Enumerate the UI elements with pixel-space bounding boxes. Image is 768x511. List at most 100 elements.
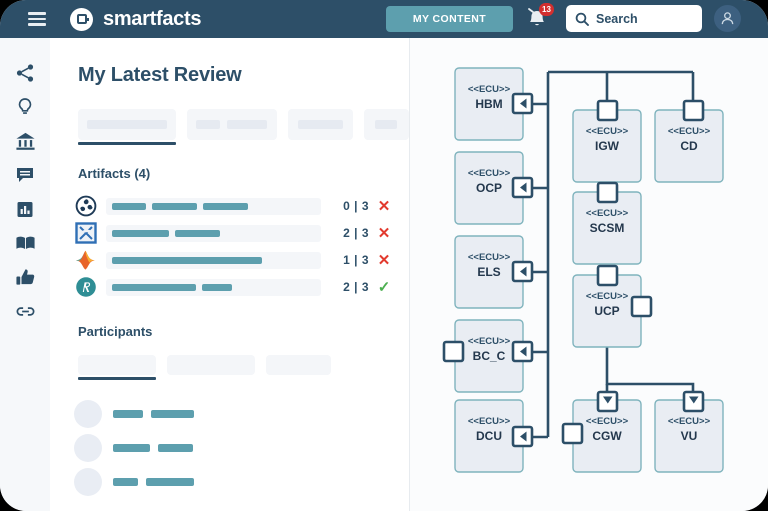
artifact-name-placeholder xyxy=(106,197,321,215)
review-tab-3[interactable] xyxy=(363,109,409,140)
matlab-artifact-icon xyxy=(74,248,98,272)
review-tab-0[interactable] xyxy=(78,109,177,145)
ecu-stereotype-label: <<ECU>> xyxy=(668,126,711,137)
artifacts-heading: Artifacts (4) xyxy=(78,166,151,181)
thumbs-up-icon[interactable] xyxy=(0,260,50,294)
participant-name-placeholder xyxy=(113,478,194,486)
participants-heading: Participants xyxy=(78,324,153,339)
rhapsody-artifact-icon xyxy=(76,277,96,297)
ports-group xyxy=(442,92,705,448)
artifact-status-icon: ✕ xyxy=(377,225,391,242)
artifact-status-icon: ✕ xyxy=(377,198,391,215)
edge-ucp-vu xyxy=(605,347,695,400)
artifact-row[interactable]: 0 | 3 ✕ xyxy=(74,193,409,219)
ecu-name-label: BC_C xyxy=(473,349,506,363)
ecu-name-label: VU xyxy=(681,429,698,443)
notification-bell-icon[interactable]: 13 xyxy=(524,3,554,32)
artifact-row[interactable]: 2 | 3✓ xyxy=(74,274,409,300)
tab-label-placeholder xyxy=(297,120,343,129)
port-bcc-right[interactable] xyxy=(511,340,534,363)
comment-icon[interactable] xyxy=(0,158,50,192)
port-vu-top[interactable] xyxy=(682,390,705,413)
tab-label-placeholder xyxy=(375,120,398,129)
ecu-node-els[interactable]: <<ECU>>ELS xyxy=(454,235,524,309)
participant-row[interactable] xyxy=(74,465,409,499)
architecture-diagram-panel[interactable]: <<ECU>>HBM<<ECU>>OCP<<ECU>>ELS<<ECU>>BC_… xyxy=(410,38,768,511)
port-ucp-right[interactable] xyxy=(630,295,653,318)
enterprise-architect-artifact-icon xyxy=(74,221,98,245)
ecu-stereotype-label: <<ECU>> xyxy=(586,416,629,427)
ecu-stereotype-label: <<ECU>> xyxy=(468,168,511,179)
user-avatar-icon[interactable] xyxy=(714,5,741,32)
ecu-name-label: CGW xyxy=(592,429,622,443)
artifact-review-count: 1 | 3 xyxy=(343,253,369,267)
review-tab-2[interactable] xyxy=(287,109,353,140)
ecu-node-bc_c[interactable]: <<ECU>> BC_C xyxy=(454,319,524,393)
ecu-stereotype-label: <<ECU>> xyxy=(668,416,711,427)
ecu-name-label: HBM xyxy=(475,97,502,111)
ecu-stereotype-label: <<ECU>> xyxy=(468,416,511,427)
ecu-name-label: IGW xyxy=(595,139,620,153)
review-tab-1[interactable] xyxy=(187,109,277,140)
brand-name: smartfacts xyxy=(103,7,202,30)
link-icon[interactable] xyxy=(0,294,50,328)
participant-tab-2[interactable] xyxy=(266,355,331,375)
review-tabs xyxy=(78,109,409,145)
port-dcu[interactable] xyxy=(511,425,534,448)
participant-name-placeholder xyxy=(113,410,194,418)
ecu-node-dcu[interactable]: <<ECU>> DCU xyxy=(454,399,524,473)
ecu-node-scsm[interactable]: <<ECU>>SCSM xyxy=(572,191,642,265)
ecu-stereotype-label: <<ECU>> xyxy=(468,252,511,263)
bar-chart-icon[interactable] xyxy=(0,192,50,226)
port-bcc-left[interactable] xyxy=(442,340,465,363)
review-panel: My Latest Review Artifacts (4) 0 | 3✕2 |… xyxy=(50,38,410,511)
matlab-artifact-icon xyxy=(76,250,95,270)
lightbulb-icon[interactable] xyxy=(0,90,50,124)
ecu-node-hbm[interactable]: <<ECU>> HBM xyxy=(454,67,524,141)
port-igw-top[interactable] xyxy=(596,99,619,122)
ecu-node-cd[interactable]: <<ECU>>CD xyxy=(654,109,724,183)
artifact-name-placeholder xyxy=(106,251,321,269)
port-scsm-top[interactable] xyxy=(596,181,619,204)
port-ocp[interactable] xyxy=(511,176,534,199)
port-cgw-top[interactable] xyxy=(596,390,619,413)
brand-logo[interactable]: smartfacts xyxy=(70,7,202,31)
institution-icon[interactable] xyxy=(0,124,50,158)
smartfacts-logo-icon xyxy=(70,7,93,31)
ecu-stereotype-label: <<ECU>> xyxy=(468,84,511,95)
participant-tab-1[interactable] xyxy=(167,355,255,375)
ecu-node-igw[interactable]: <<ECU>> IGW xyxy=(572,109,642,183)
participant-avatar xyxy=(74,434,102,462)
ecu-node-vu[interactable]: <<ECU>> VU xyxy=(654,399,724,473)
participant-avatar xyxy=(74,468,102,496)
ecu-stereotype-label: <<ECU>> xyxy=(468,336,511,347)
participant-name-placeholder xyxy=(113,444,193,452)
hamburger-icon[interactable] xyxy=(28,12,46,26)
share-icon[interactable] xyxy=(0,56,50,90)
ecu-stereotype-label: <<ECU>> xyxy=(586,126,629,137)
participant-row[interactable] xyxy=(74,431,409,465)
artifact-review-count: 0 | 3 xyxy=(343,199,369,213)
port-hbm[interactable] xyxy=(511,92,534,115)
artifact-row[interactable]: 2 | 3✕ xyxy=(74,220,409,246)
artifact-name-placeholder xyxy=(106,278,321,296)
user-glyph xyxy=(721,12,734,25)
ecu-stereotype-label: <<ECU>> xyxy=(586,291,629,302)
port-cd-top[interactable] xyxy=(682,99,705,122)
participant-tabs xyxy=(78,355,409,380)
port-cgw-left[interactable] xyxy=(561,422,584,445)
artifact-row[interactable]: 1 | 3 ✕ xyxy=(74,247,409,273)
artifact-status-icon: ✕ xyxy=(377,252,391,269)
tab-label-placeholder xyxy=(87,120,168,129)
my-content-button[interactable]: MY CONTENT xyxy=(386,6,513,32)
ecu-name-label: DCU xyxy=(476,429,502,443)
ecu-name-label: SCSM xyxy=(590,221,625,235)
participant-avatar xyxy=(74,400,102,428)
port-ucp-top[interactable] xyxy=(596,264,619,287)
participant-row[interactable] xyxy=(74,397,409,431)
artifacts-list: 0 | 3✕2 | 3✕1 | 3✕2 | 3✓ xyxy=(74,193,409,300)
port-els[interactable] xyxy=(511,260,534,283)
participant-tab-0[interactable] xyxy=(78,355,156,380)
book-icon[interactable] xyxy=(0,226,50,260)
search-input[interactable]: Search xyxy=(566,5,702,32)
